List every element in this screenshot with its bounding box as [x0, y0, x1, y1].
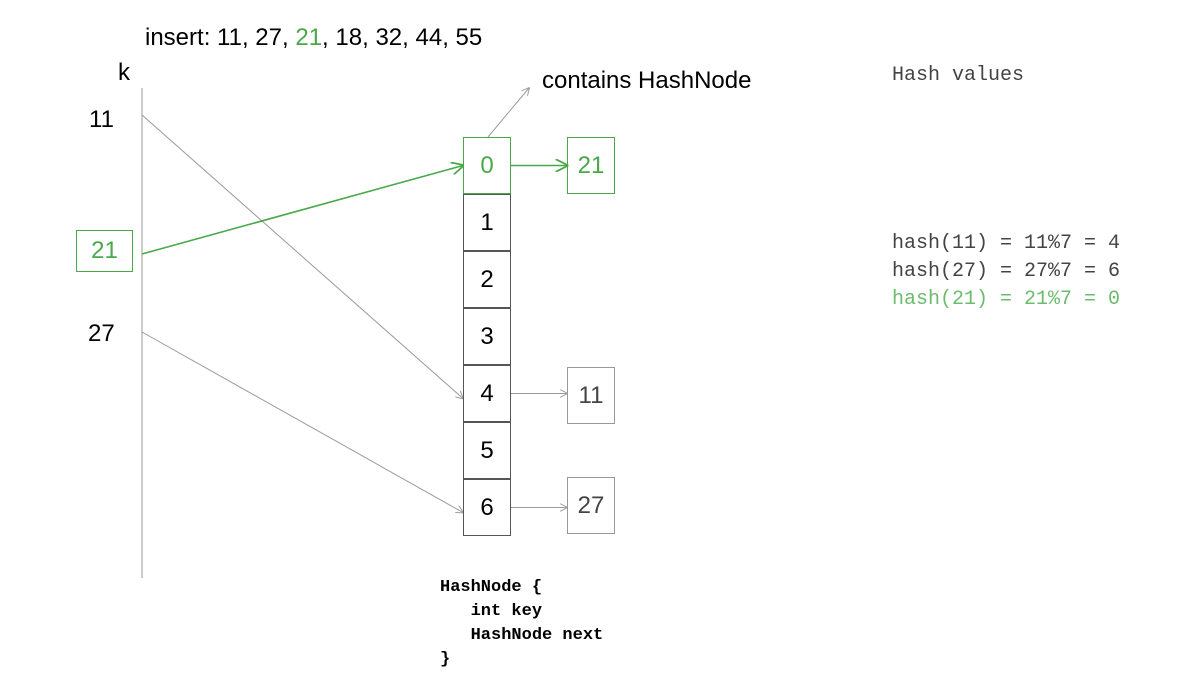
key-axis-label: k — [118, 59, 130, 86]
hash-node-11: 11 — [567, 367, 615, 424]
mapping-arrow-11 — [141, 114, 463, 399]
hashnode-code-block: HashNode { int key HashNode next} — [440, 576, 603, 672]
hash-line: hash(27) = 27%7 = 6 — [892, 260, 1121, 283]
code-line: HashNode next — [440, 626, 604, 645]
code-line: int key — [440, 602, 543, 621]
hash-line: hash(21) = 21%7 = 0 — [892, 288, 1121, 311]
hash-values-title: Hash values — [892, 64, 1025, 87]
insert-separator: , — [442, 24, 456, 51]
insert-prefix: insert: — [145, 24, 218, 51]
hash-values-panel: Hash values hash(11) = 11%7 = 4 hash(27) … — [892, 6, 1120, 342]
insert-value-11: 11 — [217, 24, 242, 51]
code-line: } — [440, 650, 451, 669]
insert-value-21: 21 — [295, 24, 323, 51]
code-line: HashNode { — [440, 578, 543, 597]
key-11: 11 — [89, 106, 114, 133]
contains-hashnode-label: contains HashNode — [542, 67, 752, 94]
insert-value-32: 32 — [375, 24, 403, 51]
table-slot-6: 6 — [463, 479, 511, 536]
insert-separator: , — [322, 24, 336, 51]
key-27: 27 — [88, 320, 115, 347]
insert-separator: , — [362, 24, 376, 51]
contains-hashnode-arrow — [487, 88, 529, 138]
insert-separator: , — [402, 24, 416, 51]
insert-sequence: insert: 11, 27, 21, 18, 32, 44, 55 — [145, 24, 482, 52]
insert-value-55: 55 — [455, 24, 483, 51]
table-slot-0: 0 — [463, 137, 511, 194]
mapping-arrow-21 — [141, 166, 463, 255]
insert-separator: , — [241, 24, 256, 51]
insert-value-27: 27 — [255, 24, 282, 51]
hash-line: hash(11) = 11%7 = 4 — [892, 232, 1121, 255]
table-slot-4: 4 — [463, 365, 511, 422]
table-slot-1: 1 — [463, 194, 511, 251]
table-slot-5: 5 — [463, 422, 511, 479]
mapping-arrow-27 — [141, 331, 463, 513]
table-slot-3: 3 — [463, 308, 511, 365]
table-slot-2: 2 — [463, 251, 511, 308]
hash-lines: hash(11) = 11%7 = 4 hash(27) = 27%7 = 6 ha… — [892, 230, 1120, 314]
insert-value-44: 44 — [415, 24, 443, 51]
insert-value-18: 18 — [335, 24, 363, 51]
insert-separator: , — [282, 24, 296, 51]
key-21-box: 21 — [76, 230, 133, 272]
